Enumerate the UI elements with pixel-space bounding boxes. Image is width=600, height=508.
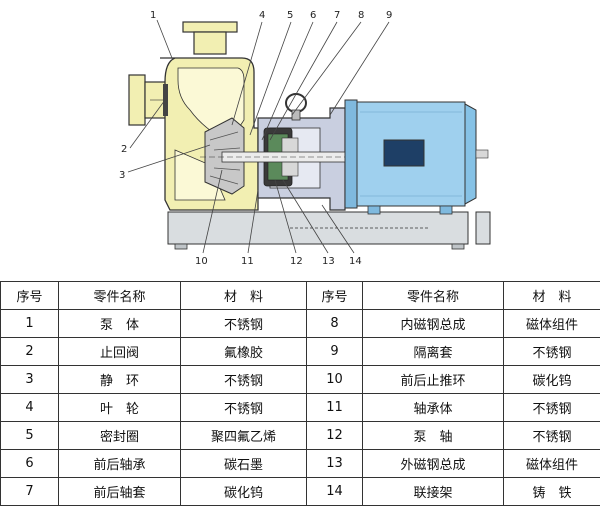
leader-lines [127, 19, 390, 254]
table-cell: 12 [306, 421, 363, 450]
table-cell: 14 [306, 477, 363, 506]
table-cell: 前后轴承 [58, 449, 181, 478]
table-cell: 不锈钢 [180, 309, 307, 338]
table-cell: 磁体组件 [503, 309, 600, 338]
table-cell: 铸 铁 [503, 477, 600, 506]
parts-list: 序号 零件名称 材 料 序号 零件名称 材 料 1 泵 体 不锈钢 8 内磁钢总… [0, 281, 600, 508]
callout-8: 8 [358, 10, 364, 21]
callout-12: 12 [290, 256, 303, 267]
table-cell: 8 [306, 309, 363, 338]
callout-5: 5 [287, 10, 293, 21]
callout-3: 3 [119, 170, 125, 181]
table-row: 3 静 环 不锈钢 10 前后止推环 碳化钨 [0, 365, 600, 394]
table-cell: 碳化钨 [180, 477, 307, 506]
table-cell: 不锈钢 [503, 421, 600, 450]
table-row: 4 叶 轮 不锈钢 11 轴承体 不锈钢 [0, 393, 600, 422]
table-cell: 轴承体 [362, 393, 504, 422]
callout-4: 4 [259, 10, 265, 21]
table-cell: 10 [306, 365, 363, 394]
table-cell: 13 [306, 449, 363, 478]
callout-9: 9 [386, 10, 392, 21]
table-cell: 11 [306, 393, 363, 422]
table-cell: 1 [0, 309, 59, 338]
parts-table: 序号 零件名称 材 料 序号 零件名称 材 料 1 泵 体 不锈钢 8 内磁钢总… [0, 281, 600, 506]
table-cell: 氟橡胶 [180, 337, 307, 366]
callout-1: 1 [150, 10, 156, 21]
table-row: 5 密封圈 聚四氟乙烯 12 泵 轴 不锈钢 [0, 421, 600, 450]
table-row: 6 前后轴承 碳石墨 13 外磁钢总成 磁体组件 [0, 449, 600, 478]
pump-cross-section-diagram: 1 2 3 4 5 6 7 8 9 10 11 12 13 14 [119, 10, 491, 267]
table-cell: 不锈钢 [503, 337, 600, 366]
pump-body [128, 21, 259, 211]
header-part-name: 零件名称 [58, 281, 181, 310]
table-cell: 4 [0, 393, 59, 422]
table-cell: 9 [306, 337, 363, 366]
table-cell: 联接架 [362, 477, 504, 506]
header-material: 材 料 [503, 281, 600, 310]
callout-7: 7 [334, 10, 340, 21]
table-cell: 泵 体 [58, 309, 181, 338]
table-cell: 不锈钢 [180, 365, 307, 394]
table-row: 7 前后轴套 碳化钨 14 联接架 铸 铁 [0, 477, 600, 506]
callout-14: 14 [349, 256, 362, 267]
table-cell: 不锈钢 [180, 393, 307, 422]
table-cell: 碳化钨 [503, 365, 600, 394]
table-row: 2 止回阀 氟橡胶 9 隔离套 不锈钢 [0, 337, 600, 366]
check-valve [163, 84, 168, 116]
table-cell: 前后止推环 [362, 365, 504, 394]
table-cell: 内磁钢总成 [362, 309, 504, 338]
table-cell: 6 [0, 449, 59, 478]
pump-drawing: 1 2 3 4 5 6 7 8 9 10 11 12 13 14 [119, 10, 491, 267]
table-cell: 隔离套 [362, 337, 504, 366]
table-row: 1 泵 体 不锈钢 8 内磁钢总成 磁体组件 [0, 309, 600, 338]
table-cell: 叶 轮 [58, 393, 181, 422]
header-index: 序号 [0, 281, 59, 310]
table-cell: 3 [0, 365, 59, 394]
table-header-row: 序号 零件名称 材 料 序号 零件名称 材 料 [0, 281, 600, 310]
table-cell: 碳石墨 [180, 449, 307, 478]
callout-10: 10 [195, 256, 208, 267]
table-cell: 前后轴套 [58, 477, 181, 506]
header-index: 序号 [306, 281, 363, 310]
table-cell: 2 [0, 337, 59, 366]
table-cell: 止回阀 [58, 337, 181, 366]
callout-11: 11 [241, 256, 254, 267]
callout-labels: 1 2 3 4 5 6 7 8 9 10 11 12 13 14 [119, 10, 392, 267]
header-part-name: 零件名称 [362, 281, 504, 310]
base-plate [167, 211, 491, 250]
callout-6: 6 [310, 10, 316, 21]
callout-13: 13 [322, 256, 335, 267]
table-cell: 外磁钢总成 [362, 449, 504, 478]
table-cell: 静 环 [58, 365, 181, 394]
motor [344, 99, 489, 215]
table-cell: 5 [0, 421, 59, 450]
callout-2: 2 [121, 144, 127, 155]
table-cell: 7 [0, 477, 59, 506]
table-cell: 不锈钢 [503, 393, 600, 422]
header-material: 材 料 [180, 281, 307, 310]
table-cell: 聚四氟乙烯 [180, 421, 307, 450]
table-cell: 泵 轴 [362, 421, 504, 450]
table-cell: 磁体组件 [503, 449, 600, 478]
table-cell: 密封圈 [58, 421, 181, 450]
